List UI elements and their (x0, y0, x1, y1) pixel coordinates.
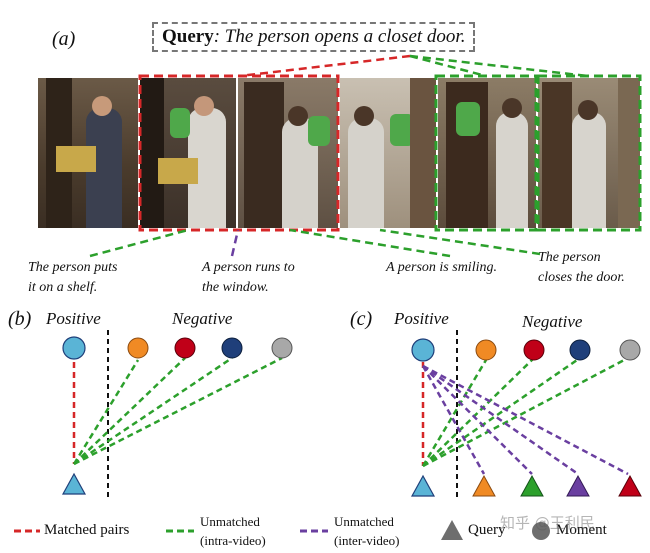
legend-intra-label: Unmatched (intra-video) (200, 514, 266, 548)
matched-moment-box (138, 74, 340, 232)
panel-c-inter-edge-1 (421, 365, 486, 475)
panel-c-moment-negative-1 (475, 339, 497, 361)
panel-c-inter-edge-3 (422, 364, 579, 476)
panel-b-intra-edge-2 (73, 357, 186, 465)
panel-c-inter-edge-2 (422, 365, 533, 475)
panel-a-label: (a) (52, 28, 76, 50)
video-frame-3 (238, 78, 338, 228)
panel-c-negative: Negative (522, 312, 583, 331)
video-frame-2 (140, 78, 236, 228)
panel-c-query-triangle-negative-3 (566, 474, 590, 497)
caption-window: A person runs to the window. (202, 260, 295, 295)
panel-b-intra-edge-3 (73, 356, 233, 466)
legend-matched-label: Matched pairs (44, 522, 130, 538)
panel-b-moment-negative-3 (221, 337, 243, 359)
query-to-unmatched-line-1 (409, 54, 487, 78)
panel-c-intra-edge-2 (422, 357, 535, 467)
panel-c-positive: Positive (394, 309, 449, 328)
panel-c-intra-edge-1 (421, 359, 488, 467)
panel-b-intra-edge-4 (73, 356, 283, 466)
panel-c-query-triangle-negative-2 (520, 474, 544, 497)
panel-c-moment-negative-3 (569, 339, 591, 361)
panel-c-intra-edge-3 (422, 356, 581, 468)
panel-c-intra-edge-4 (422, 356, 629, 468)
panel-b-intra-edge-1 (72, 359, 140, 465)
query-box: Query: The person opens a closet door. (152, 22, 476, 52)
unmatched-moment-box-2 (536, 74, 642, 232)
caption-connector-window (230, 229, 240, 257)
caption-closes-door: The person closes the door. (538, 250, 625, 285)
panel-b-label: (b) (8, 308, 32, 330)
panel-c-moment-negative-2 (523, 339, 545, 361)
caption-connector-closes (379, 228, 541, 256)
video-frame-6 (538, 78, 640, 228)
legend-query-triangle (441, 520, 463, 540)
unmatched-moment-box-1 (434, 74, 538, 232)
legend-moment-label: Moment (556, 522, 607, 538)
panel-c-moment-negative-4 (619, 339, 641, 361)
panel-b-moment-negative-2 (174, 337, 196, 359)
caption-connector-shelf (89, 228, 189, 258)
panel-b-moment-negative-4 (271, 337, 293, 359)
panel-b-negative: Negative (172, 309, 233, 328)
caption-connector-smiling (289, 228, 451, 258)
panel-b-moment-negative-1 (127, 337, 149, 359)
caption-shelf: The person puts it on a shelf. (28, 260, 118, 295)
watermark: 知乎 @王利民 (500, 514, 595, 532)
video-frame-4 (340, 78, 436, 228)
caption-smiling: A person is smiling. (386, 260, 497, 275)
query-prefix: Query (162, 26, 214, 47)
video-frame-1 (38, 78, 138, 228)
legend-moment-circle (532, 522, 550, 540)
video-frame-5 (438, 78, 536, 228)
panel-b-query-triangle (61, 472, 87, 495)
legend-inter-label: Unmatched (inter-video) (334, 514, 400, 548)
panel-c-query-triangle-negative-1 (472, 474, 496, 497)
panel-b-moment-positive (62, 336, 86, 360)
panel-c-query-triangle-negative-4 (618, 474, 642, 497)
panel-c-moment-positive (411, 338, 435, 362)
query-text: : The person opens a closet door. (213, 26, 466, 47)
query-to-unmatched-line-2 (409, 54, 589, 78)
panel-b-positive: Positive (46, 309, 101, 328)
legend-query-label: Query (468, 522, 506, 538)
panel-c-inter-edge-4 (422, 364, 629, 476)
query-to-matched-line (239, 54, 411, 78)
panel-c-label: (c) (350, 308, 373, 330)
panel-c-query-triangle-positive (410, 474, 436, 497)
